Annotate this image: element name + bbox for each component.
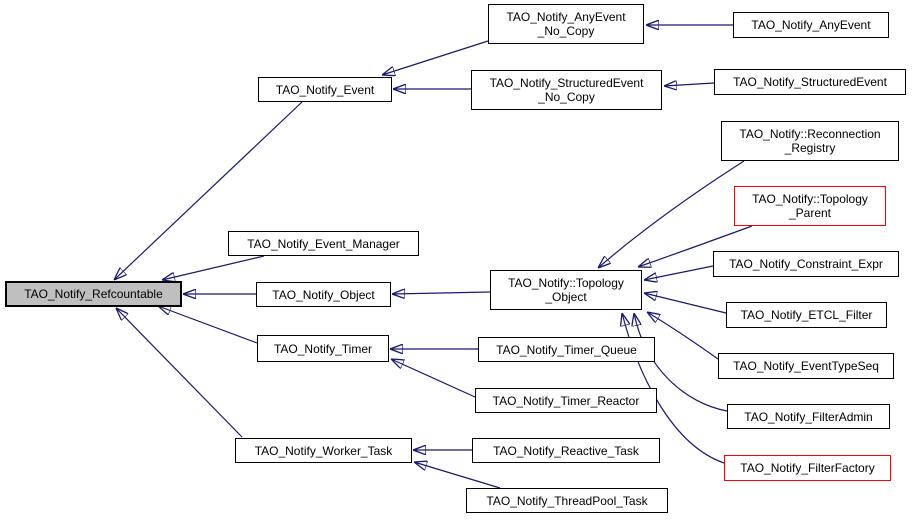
edge-etcl-filter-to-topology-object — [644, 293, 727, 314]
edge-event-type-seq-to-topology-object — [647, 312, 719, 360]
node-tao-notify-threadpool-task[interactable]: TAO_Notify_ThreadPool_Task — [466, 488, 668, 513]
edge-worker-task-to-refcountable — [116, 308, 243, 438]
edge-constraint-expr-to-topology-object — [644, 265, 714, 280]
edge-filter-admin-to-topology-object — [634, 313, 728, 412]
node-tao-notify-timer-reactor[interactable]: TAO_Notify_Timer_Reactor — [475, 388, 657, 413]
node-tao-notify-structured-event[interactable]: TAO_Notify_StructuredEvent — [714, 69, 906, 95]
edge-threadpool-task-to-worker-task — [414, 462, 501, 489]
node-tao-notify-etcl-filter[interactable]: TAO_Notify_ETCL_Filter — [726, 302, 887, 328]
edge-timer-to-refcountable — [158, 306, 258, 344]
node-tao-notify-event[interactable]: TAO_Notify_Event — [258, 77, 392, 102]
edge-topology-parent-to-topology-object — [638, 225, 753, 267]
node-tao-notify-topology-object[interactable]: TAO_Notify::Topology _Object — [490, 270, 642, 310]
node-tao-notify-event-type-seq[interactable]: TAO_Notify_EventTypeSeq — [718, 353, 894, 379]
node-tao-notify-any-event[interactable]: TAO_Notify_AnyEvent — [733, 12, 889, 38]
node-tao-notify-topology-parent[interactable]: TAO_Notify::Topology _Parent — [734, 186, 886, 226]
node-tao-notify-refcountable: TAO_Notify_Refcountable — [5, 281, 182, 307]
node-tao-notify-object[interactable]: TAO_Notify_Object — [256, 282, 391, 307]
edge-timer-reactor-to-timer — [391, 359, 476, 398]
node-tao-notify-reconnection-registry[interactable]: TAO_Notify::Reconnection _Registry — [721, 121, 899, 161]
node-tao-notify-reactive-task[interactable]: TAO_Notify_Reactive_Task — [472, 438, 660, 463]
node-tao-notify-event-manager[interactable]: TAO_Notify_Event_Manager — [228, 231, 419, 256]
edge-reconnection-registry-to-topology-object — [598, 160, 745, 268]
edge-filter-factory-to-topology-object — [622, 313, 725, 464]
node-tao-notify-constraint-expr[interactable]: TAO_Notify_Constraint_Expr — [713, 251, 899, 277]
node-tao-notify-structured-event-no-copy[interactable]: TAO_Notify_StructuredEvent _No_Copy — [471, 70, 662, 110]
edge-structured-event-to-structured-event-no-copy — [664, 83, 715, 86]
node-tao-notify-timer[interactable]: TAO_Notify_Timer — [257, 335, 389, 362]
edge-topology-object-to-object — [392, 292, 491, 294]
edge-event-manager-to-refcountable — [162, 255, 265, 280]
edge-any-event-no-copy-to-event — [382, 40, 489, 75]
node-tao-notify-any-event-no-copy[interactable]: TAO_Notify_AnyEvent _No_Copy — [488, 4, 644, 44]
node-tao-notify-filter-factory[interactable]: TAO_Notify_FilterFactory — [724, 455, 891, 481]
node-tao-notify-worker-task[interactable]: TAO_Notify_Worker_Task — [235, 438, 412, 463]
edge-event-to-refcountable — [114, 101, 303, 280]
node-tao-notify-filter-admin[interactable]: TAO_Notify_FilterAdmin — [727, 404, 890, 429]
node-tao-notify-timer-queue[interactable]: TAO_Notify_Timer_Queue — [478, 337, 655, 362]
